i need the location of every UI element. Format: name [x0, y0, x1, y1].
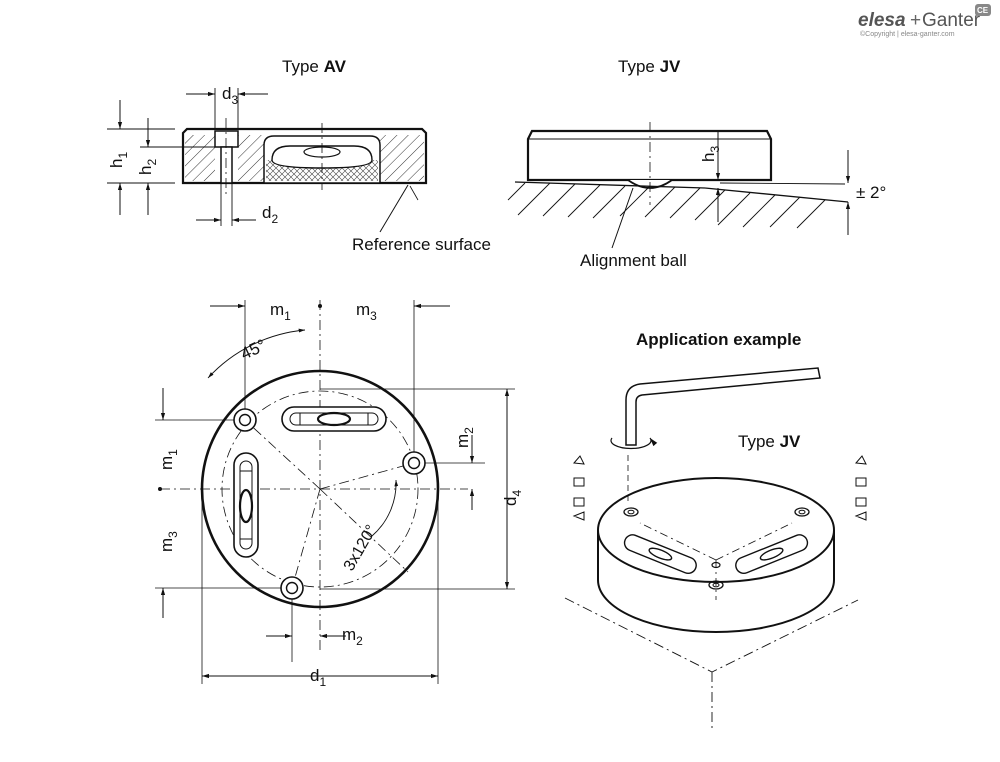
brand-logo: elesa + Ganter ©Copyright | elesa-ganter…	[858, 4, 991, 38]
dim-d3-label: d3	[222, 84, 238, 107]
dim-d2-label: d2	[262, 203, 278, 226]
logo-elesa: elesa	[858, 10, 906, 31]
dim-m2-bottom-label: m2	[342, 625, 363, 648]
dim-h2-label: h2	[136, 159, 159, 175]
logo-plus: +	[910, 10, 921, 31]
dim-m1-top-label: m1	[270, 300, 291, 323]
dim-h1-label: h1	[107, 152, 130, 168]
alignment-ball-label: Alignment ball	[580, 251, 687, 270]
application-example-title: Application example	[636, 330, 801, 349]
type-av-title: Type AV	[282, 57, 347, 76]
logo-ganter: Ganter	[922, 10, 981, 31]
dim-m1-left-label: m1	[157, 449, 180, 470]
dim-d1-label: d1	[310, 666, 326, 689]
dim-d4-label: d4	[501, 490, 524, 506]
dim-m2-right-label: m2	[453, 427, 476, 448]
angle-pm2-label: ± 2°	[856, 183, 886, 202]
reference-surface-label: Reference surface	[352, 235, 491, 254]
app-type-jv-label: Type JV	[738, 432, 801, 451]
type-av-section	[107, 88, 428, 233]
dim-h3-label: h3	[699, 146, 722, 162]
dim-m3-left-label: m3	[157, 531, 180, 552]
dim-m3-top-label: m3	[356, 300, 377, 323]
application-illustration	[564, 367, 867, 730]
top-view	[155, 300, 515, 684]
ce-badge-text: CE	[977, 6, 989, 15]
ce-badge	[975, 4, 991, 16]
copyright-text: ©Copyright | elesa-ganter.com	[860, 30, 955, 38]
type-jv-title: Type JV	[618, 57, 681, 76]
type-jv-side	[507, 122, 851, 249]
